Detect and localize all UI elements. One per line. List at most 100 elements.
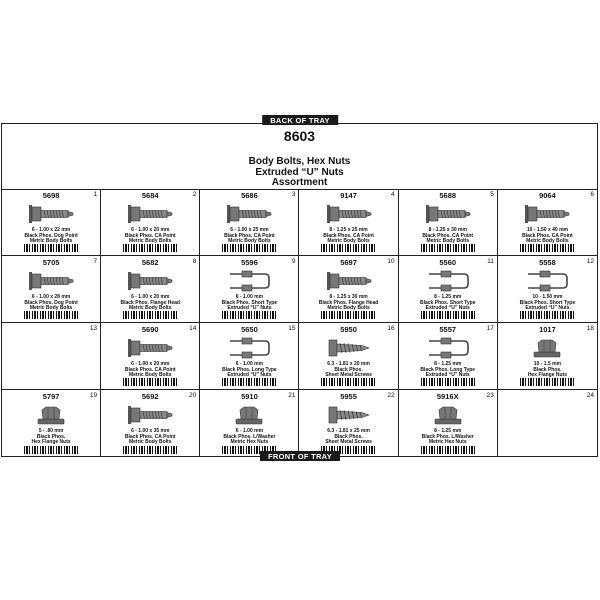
compartment-number: 10 [387, 258, 395, 265]
bolt-icon [498, 200, 597, 227]
description-line: Extruded “U” Nuts [227, 372, 272, 379]
description-line: Sheet Metal Screws [325, 372, 372, 379]
compartment-number: 6 [590, 191, 594, 198]
u-nut-icon [200, 334, 298, 361]
barcode [420, 378, 475, 386]
compartment-number: 19 [89, 392, 98, 399]
description-line: 6 - 1.00 x 22 mm [31, 227, 71, 233]
description-line: Black Phos. Long Type [420, 366, 476, 373]
description-line: Black Phos. [334, 433, 363, 440]
description-line: 8 - 1.25 x 30 mm [428, 227, 467, 233]
compartment-number: 11 [487, 258, 494, 265]
part-number: 5686 [241, 191, 258, 200]
compartment-number: 12 [586, 258, 594, 265]
bolt-icon [399, 200, 497, 227]
barcode [222, 311, 277, 319]
description-line: Black Phos. Dog Point [24, 299, 78, 306]
description-line: Black Phos. [533, 366, 562, 373]
description-line: 6 - 1.00 x 20 mm [131, 361, 170, 367]
bolt-icon [101, 200, 199, 227]
description-line: Black Phos. CA Point [224, 232, 275, 239]
compartment-number: 18 [586, 325, 594, 332]
description-line: 6 - 1.00 mm [235, 361, 264, 367]
compartment-number: 20 [189, 392, 197, 399]
bolt-icon [299, 200, 397, 227]
description-line: 5 - .80 mm [38, 428, 64, 434]
description-line: Black Phos. Flange Head [318, 299, 379, 306]
bolt-icon [2, 267, 100, 294]
description-line: 6 - 1.00 x 20 mm [131, 227, 170, 233]
kit-title: Body Bolts, Hex Nuts Extruded “U” Nuts A… [2, 156, 597, 189]
bolt-icon [2, 200, 100, 227]
description-line: Metric Body Bolts [29, 238, 73, 245]
barcode [420, 244, 475, 252]
description-line: 6 - 1.00 x 28 mm [31, 294, 71, 300]
compartment-number: 9 [291, 258, 296, 265]
description-line: Sheet Metal Screws [325, 439, 372, 446]
kit-title-line: Assortment [271, 177, 328, 188]
part-number: 5692 [141, 392, 159, 401]
description-line: 6 - 1.00 x 35 mm [131, 428, 170, 434]
part-number: 5558 [539, 258, 556, 267]
compartment-number: 21 [288, 392, 296, 399]
description-line: Hex Flange Nuts [527, 372, 567, 379]
back-of-tray-label: BACK OF TRAY [262, 115, 338, 125]
description-line: Black Phos. Short Type [221, 299, 278, 306]
bolt-icon [101, 334, 199, 361]
compartment-number: 16 [387, 325, 395, 332]
description-line: 8 - 1.25 x 25 mm [329, 227, 368, 233]
compartment-number: 1 [93, 191, 98, 198]
compartment-number: 17 [486, 325, 494, 332]
barcode [222, 446, 277, 454]
description-line: Black Phos. CA Point [124, 433, 176, 440]
bolt-icon [101, 267, 199, 294]
compartment-number: 14 [189, 325, 197, 332]
barcode [222, 244, 277, 252]
hex-nut-icon [498, 334, 597, 361]
description-line: Metric Hex Nuts [428, 439, 467, 446]
description-line: Black Phos. CA Point [422, 232, 474, 239]
compartment-number: 3 [291, 191, 296, 198]
description-line: Extruded “U” Nuts [227, 305, 272, 312]
u-nut-icon [399, 267, 497, 294]
compartment-number: 13 [89, 325, 98, 332]
barcode [321, 378, 376, 386]
part-number: 5690 [141, 325, 159, 334]
part-number: 5916X [436, 392, 459, 401]
part-number: 5697 [340, 258, 357, 267]
u-nut-icon [498, 267, 597, 294]
description-line: Black Phos. Flange Head [120, 299, 180, 306]
screw-icon [299, 334, 397, 361]
description-line: 8 - 1.25 x 30 mm [329, 294, 368, 300]
tray-header: 8603 Body Bolts, Hex Nuts Extruded “U” N… [2, 124, 597, 190]
description-line: Metric Body Bolts [128, 372, 172, 379]
description-line: Black Phos. [334, 366, 363, 373]
barcode [123, 446, 178, 454]
u-nut-icon [200, 267, 298, 294]
kit-title-line: Body Bolts, Hex Nuts [248, 156, 351, 167]
barcode [519, 378, 575, 386]
description-line: 6.3 - 1.81 x 25 mm [327, 428, 370, 434]
compartment-number: 15 [288, 325, 296, 332]
barcode [420, 311, 475, 319]
